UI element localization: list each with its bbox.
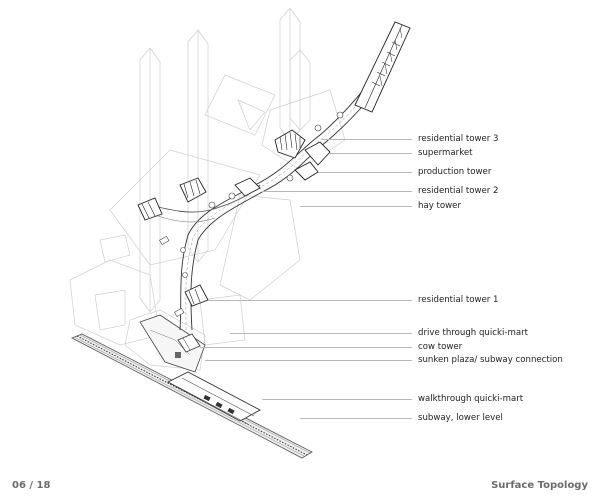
label-cow-tower: cow tower bbox=[418, 342, 463, 352]
sheet-title: Surface Topology bbox=[491, 480, 588, 491]
site-details bbox=[159, 111, 344, 318]
leader-production-tower bbox=[318, 172, 412, 173]
leader-hay-tower bbox=[300, 206, 412, 207]
leader-residential-tower-2 bbox=[262, 191, 412, 192]
leader-walkthrough-quicki-mart bbox=[262, 399, 412, 400]
label-walkthrough-quicki-mart: walkthrough quicki-mart bbox=[418, 394, 524, 404]
label-drive-through-quicki-mart: drive through quicki-mart bbox=[418, 328, 528, 338]
label-hay-tower: hay tower bbox=[418, 201, 462, 211]
leader-cow-tower bbox=[200, 347, 412, 348]
label-residential-tower-3: residential tower 3 bbox=[418, 134, 499, 144]
label-residential-tower-1: residential tower 1 bbox=[418, 295, 499, 305]
top-barn bbox=[354, 21, 411, 113]
leader-residential-tower-1 bbox=[208, 300, 412, 301]
page-number: 06 / 18 bbox=[12, 480, 51, 491]
leader-supermarket bbox=[330, 153, 412, 154]
building-ghost-outlines bbox=[69, 7, 346, 371]
sunken-plaza bbox=[139, 314, 206, 373]
label-subway-lower-level: subway, lower level bbox=[418, 413, 503, 423]
label-supermarket: supermarket bbox=[418, 148, 473, 158]
cow-tower bbox=[177, 333, 201, 353]
subway-station bbox=[167, 371, 261, 425]
label-residential-tower-2: residential tower 2 bbox=[418, 186, 499, 196]
label-production-tower: production tower bbox=[418, 167, 492, 177]
leader-residential-tower-3 bbox=[322, 139, 412, 140]
label-sunken-plaza: sunken plaza/ subway connection bbox=[418, 355, 563, 365]
leader-subway-lower-level bbox=[300, 418, 412, 419]
leader-drive-through-quicki-mart bbox=[230, 333, 412, 334]
leader-sunken-plaza bbox=[205, 360, 412, 361]
